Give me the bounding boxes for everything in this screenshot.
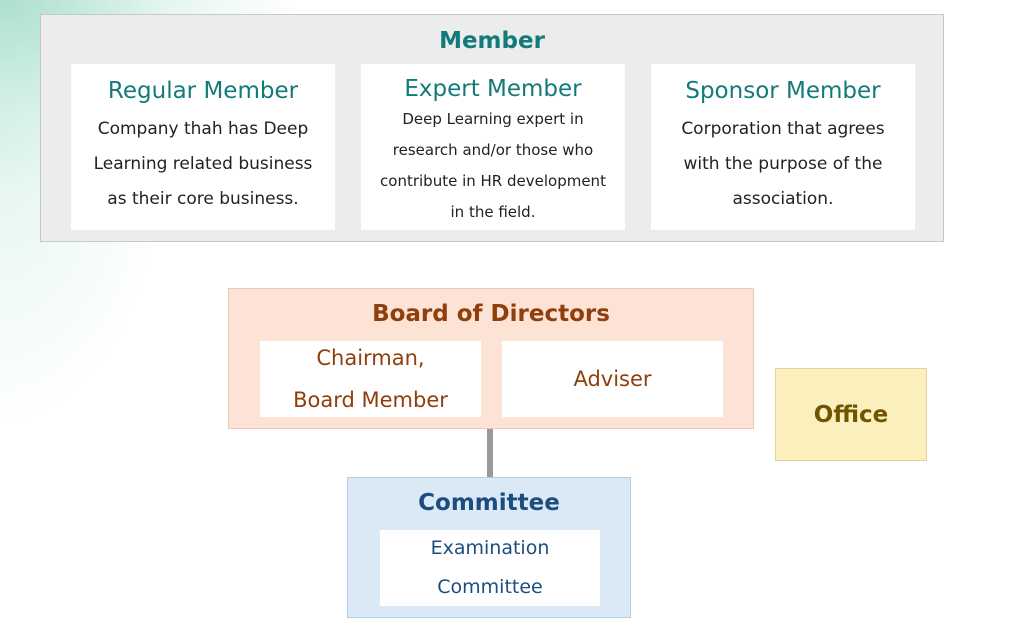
expert-member-line-1: Deep Learning expert in	[402, 110, 584, 128]
examination-committee-line-1: Examination	[430, 537, 550, 559]
sponsor-member-card: Sponsor Member Corporation that agrees w…	[651, 64, 915, 230]
member-title: Member	[439, 28, 545, 54]
committee-title: Committee	[418, 490, 560, 516]
office-title: Office	[813, 401, 889, 428]
member-group: Member Regular Member Company thah has D…	[40, 14, 944, 242]
adviser-card: Adviser	[502, 341, 723, 417]
regular-member-line-3: as their core business.	[107, 188, 299, 209]
expert-member-description: Deep Learning expert in research and/or …	[380, 104, 606, 228]
sponsor-member-line-3: association.	[732, 188, 834, 209]
office-box: Office	[775, 368, 927, 461]
sponsor-member-line-2: with the purpose of the	[683, 153, 883, 174]
chairman-line-1: Chairman,	[316, 346, 425, 370]
sponsor-member-title: Sponsor Member	[685, 77, 881, 104]
sponsor-member-description: Corporation that agrees with the purpose…	[681, 112, 884, 217]
board-title: Board of Directors	[372, 301, 610, 327]
committee-group: Committee Examination Committee	[347, 477, 631, 618]
regular-member-line-2: Learning related business	[93, 153, 313, 174]
expert-member-card: Expert Member Deep Learning expert in re…	[361, 64, 625, 230]
examination-committee-line-2: Committee	[437, 576, 543, 598]
examination-committee-card: Examination Committee	[380, 530, 600, 606]
adviser-label: Adviser	[573, 367, 652, 391]
regular-member-description: Company thah has Deep Learning related b…	[94, 112, 313, 217]
chairman-line-2: Board Member	[293, 388, 448, 412]
regular-member-line-1: Company thah has Deep	[97, 118, 309, 139]
board-of-directors-group: Board of Directors Chairman, Board Membe…	[228, 288, 754, 429]
board-committee-connector	[487, 429, 493, 477]
regular-member-title: Regular Member	[107, 77, 299, 104]
expert-member-line-2: research and/or those who	[392, 141, 594, 159]
chairman-card: Chairman, Board Member	[260, 341, 481, 417]
expert-member-title: Expert Member	[404, 76, 582, 102]
expert-member-line-4: in the field.	[450, 203, 536, 221]
expert-member-line-3: contribute in HR development	[380, 172, 606, 190]
regular-member-card: Regular Member Company thah has Deep Lea…	[71, 64, 335, 230]
sponsor-member-line-1: Corporation that agrees	[681, 118, 885, 139]
